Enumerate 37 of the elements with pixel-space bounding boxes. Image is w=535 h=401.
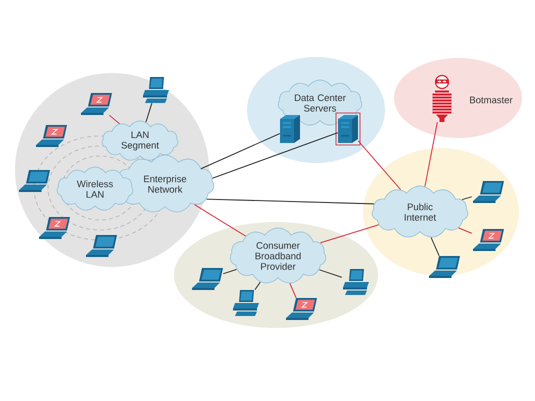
laptop-icon <box>19 170 50 192</box>
connection-line <box>358 140 402 190</box>
connection-line <box>212 132 338 179</box>
masked-person-icon <box>432 74 452 122</box>
connection-line <box>318 269 342 278</box>
network-cloud: Public Internet <box>372 186 468 238</box>
network-cloud: Consumer Broadband Provider <box>230 228 326 284</box>
network-cloud: LAN Segment <box>102 120 178 161</box>
shaded-region: Botmaster <box>394 58 522 138</box>
laptop-icon <box>192 268 223 290</box>
desktop-computer-icon <box>343 269 369 295</box>
connection-line <box>462 196 472 200</box>
connection-line <box>320 224 380 244</box>
connection-line <box>458 227 472 234</box>
connection-line <box>430 236 440 256</box>
connection-line <box>206 198 374 204</box>
desktop-computer-icon <box>233 290 259 316</box>
laptop-icon <box>473 229 504 251</box>
laptop-icon <box>39 217 70 239</box>
laptop-icon <box>429 256 460 278</box>
connection-line <box>289 282 297 298</box>
connection-line <box>194 204 246 237</box>
server-icon <box>280 115 300 143</box>
laptop-icon <box>36 125 67 147</box>
connection-line <box>108 114 120 124</box>
network-cloud: Wireless LAN <box>56 166 134 211</box>
laptop-icon <box>473 181 504 203</box>
laptop-icon <box>286 298 317 320</box>
connection-line <box>424 122 438 187</box>
laptop-icon <box>86 235 117 257</box>
desktop-computer-icon <box>143 77 169 103</box>
connection-line <box>200 133 280 170</box>
connection-line <box>145 102 152 123</box>
connection-line <box>222 268 237 274</box>
connection-line <box>254 282 261 290</box>
server-icon <box>336 112 360 146</box>
laptop-icon <box>81 93 112 115</box>
